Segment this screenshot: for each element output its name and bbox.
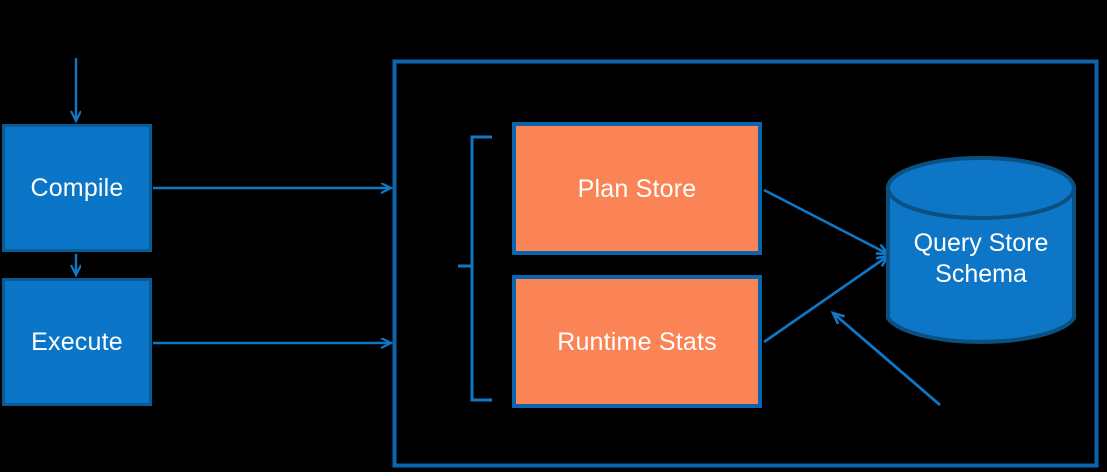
node-execute[interactable]: Execute: [2, 278, 152, 406]
query-store-container-outline: [392, 59, 1099, 468]
edge-planstore-to-schema: [763, 188, 888, 254]
node-compile-label: Compile: [30, 174, 124, 202]
node-execute-label: Execute: [31, 328, 123, 356]
node-compile[interactable]: Compile: [2, 124, 152, 252]
query-store-schema-cylinder: [886, 156, 1076, 344]
node-runtime-stats-label: Runtime Stats: [557, 327, 717, 356]
node-plan-store-label: Plan Store: [577, 174, 697, 203]
grouping-bracket: [458, 135, 492, 402]
edge-external-to-schema: [833, 313, 941, 407]
node-plan-store[interactable]: Plan Store: [512, 122, 762, 255]
edge-runtimestats-to-schema: [763, 256, 888, 344]
node-runtime-stats[interactable]: Runtime Stats: [512, 275, 762, 408]
